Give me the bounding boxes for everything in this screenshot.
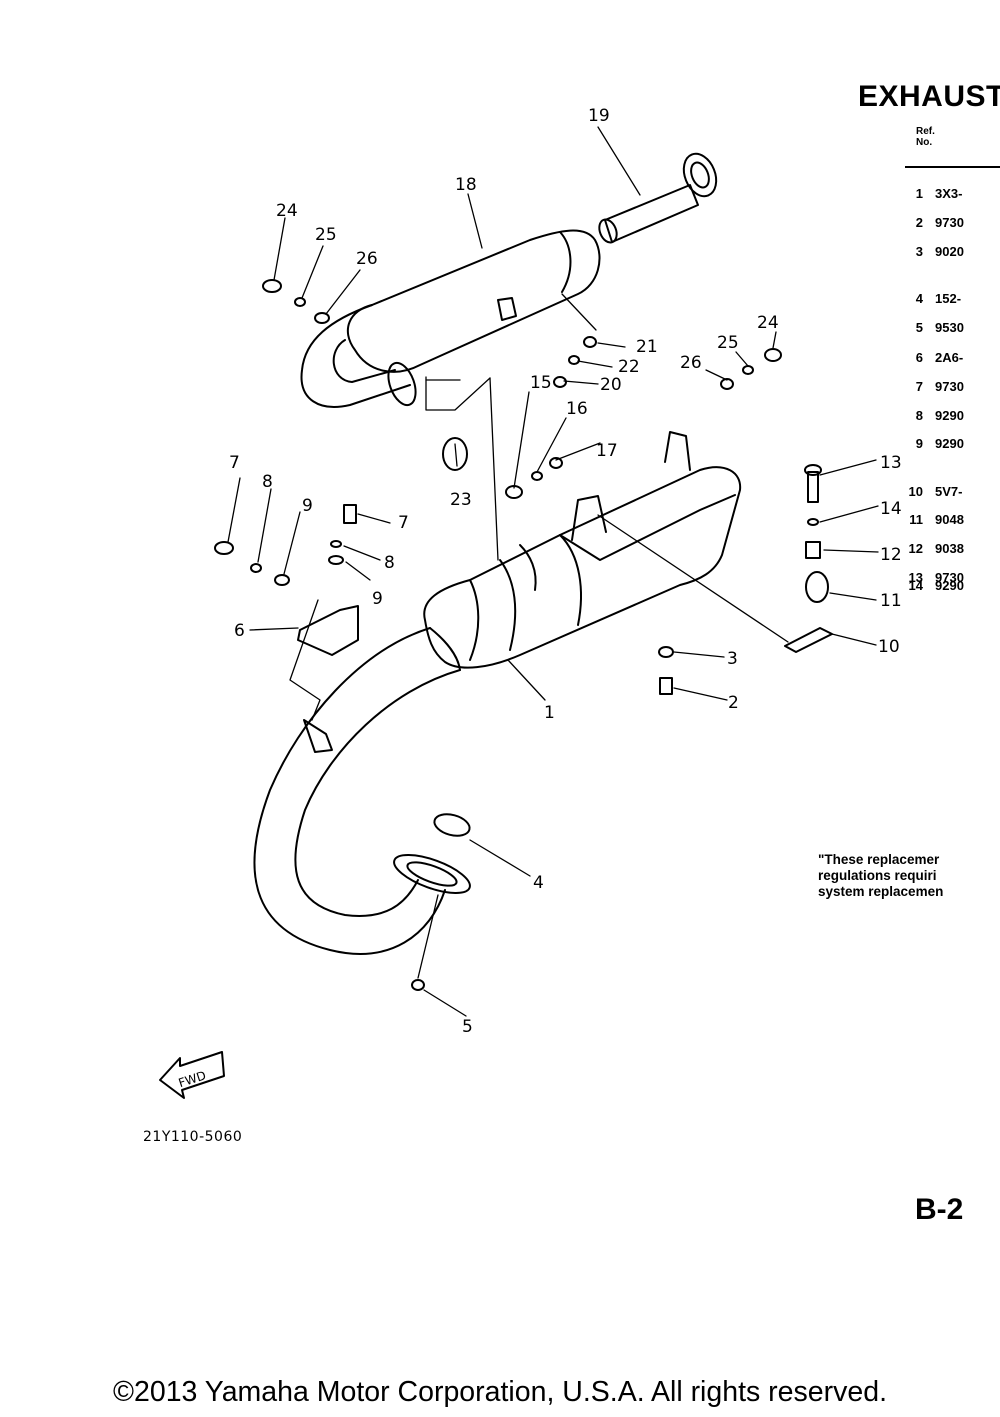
ref-number: 10 [908, 484, 923, 499]
callout-22: 22 [618, 357, 640, 377]
ref-number: 12 [908, 541, 923, 556]
note-line: system replacemen [818, 884, 944, 899]
callout-16: 16 [566, 399, 588, 419]
part-number: 5V7- [935, 484, 963, 499]
callout-9b: 9 [372, 589, 383, 609]
parts-row: 5 9530 [905, 320, 964, 335]
part-number: 9730 [935, 215, 964, 230]
callout-6: 6 [234, 621, 245, 641]
ref-number: 13 [908, 570, 923, 585]
callout-18: 18 [455, 175, 477, 195]
callout-9: 9 [302, 496, 313, 516]
ref-header-line1: Ref. [916, 126, 935, 137]
parts-row: 8 9290 [905, 408, 964, 423]
part-number: 3X3- [935, 186, 963, 201]
callout-2: 2 [728, 693, 739, 713]
callout-1: 1 [544, 703, 555, 723]
exhaust-pipe [253, 627, 471, 955]
part-number: 9038 [935, 541, 964, 556]
ref-number: 5 [915, 320, 923, 335]
ref-column-header: Ref. No. [916, 126, 935, 148]
callout-24: 24 [276, 201, 298, 221]
parts-row: 11 9048 [905, 512, 964, 527]
hardware [214, 279, 833, 991]
ref-number: 6 [915, 350, 923, 365]
ref-number: 4 [915, 291, 923, 306]
callout-labels: 19 18 24 25 26 21 22 20 24 25 26 15 16 1… [143, 106, 902, 1145]
ref-number: 2 [915, 215, 923, 230]
callout-10: 10 [878, 637, 900, 657]
parts-row: 14 9290 [905, 578, 964, 593]
table-header-rule [905, 166, 1000, 168]
section-title: EXHAUST [858, 80, 1000, 113]
parts-row: 7 9730 [905, 379, 964, 394]
callout-24b: 24 [757, 313, 779, 333]
part-number: 9730 [935, 570, 964, 585]
fwd-arrow [159, 1051, 225, 1099]
part-number: 9290 [935, 578, 964, 593]
parts-row: 9 9290 [905, 436, 964, 451]
part-number: 2A6- [935, 350, 964, 365]
upper-muffler [300, 229, 601, 408]
callout-25: 25 [315, 225, 337, 245]
callout-23: 23 [450, 490, 472, 510]
callout-7b: 7 [398, 513, 409, 533]
parts-row: 10 5V7- [905, 484, 963, 499]
callout-12: 12 [880, 545, 902, 565]
callout-8b: 8 [384, 553, 395, 573]
parts-list: 1 3X3- 2 9730 3 9020 4 152- 5 9530 6 2A6- 7 973… [905, 180, 1000, 600]
ref-number: 1 [915, 186, 923, 201]
part-number: 9290 [935, 436, 964, 451]
leader-lines [227, 126, 879, 1017]
callout-5: 5 [462, 1017, 473, 1037]
part-number: 9020 [935, 244, 964, 259]
note-line: regulations requiri [818, 868, 937, 883]
parts-row: 3 9020 [905, 244, 964, 259]
parts-row: 1 3X3- [905, 186, 963, 201]
parts-row: 4 152- [905, 291, 961, 306]
ref-number: 14 [908, 578, 923, 593]
tail-pipe [598, 152, 718, 244]
callout-14: 14 [880, 499, 902, 519]
silencer-body [423, 431, 742, 669]
callout-13: 13 [880, 453, 902, 473]
callout-17: 17 [596, 441, 618, 461]
diagram-code: 21Y110-5060 [143, 1129, 242, 1145]
part-number: 9730 [935, 379, 964, 394]
callout-11: 11 [880, 591, 902, 611]
part-number: 9048 [935, 512, 964, 527]
callout-20: 20 [600, 375, 622, 395]
callout-8: 8 [262, 472, 273, 492]
parts-row: 12 9038 [905, 541, 964, 556]
part-number: 152- [935, 291, 962, 306]
ref-number: 9 [915, 436, 923, 451]
callout-15: 15 [530, 373, 552, 393]
ref-number: 8 [915, 408, 923, 423]
callout-21: 21 [636, 337, 658, 357]
callout-26: 26 [356, 249, 378, 269]
callout-4: 4 [533, 873, 544, 893]
parts-row: 13 9730 [905, 570, 964, 585]
ref-number: 3 [915, 244, 923, 259]
callout-19: 19 [588, 106, 610, 126]
ref-number: 11 [909, 512, 923, 527]
ref-number: 7 [915, 379, 923, 394]
ref-header-line2: No. [916, 137, 933, 148]
part-number: 9530 [935, 320, 964, 335]
parts-list-tail: 14 9290 [905, 578, 1000, 602]
callout-7: 7 [229, 453, 240, 473]
callout-25b: 25 [717, 333, 739, 353]
note-line: "These replacemer [818, 852, 940, 867]
callout-3: 3 [727, 649, 738, 669]
parts-row: 6 2A6- [905, 350, 963, 365]
emissions-note: "These replacemer regulations requiri sy… [818, 852, 1000, 900]
page-id: B-2 [915, 1193, 964, 1226]
parts-row: 2 9730 [905, 215, 964, 230]
callout-26b: 26 [680, 353, 702, 373]
copyright-notice: ©2013 Yamaha Motor Corporation, U.S.A. A… [113, 1376, 887, 1408]
part-number: 9290 [935, 408, 964, 423]
